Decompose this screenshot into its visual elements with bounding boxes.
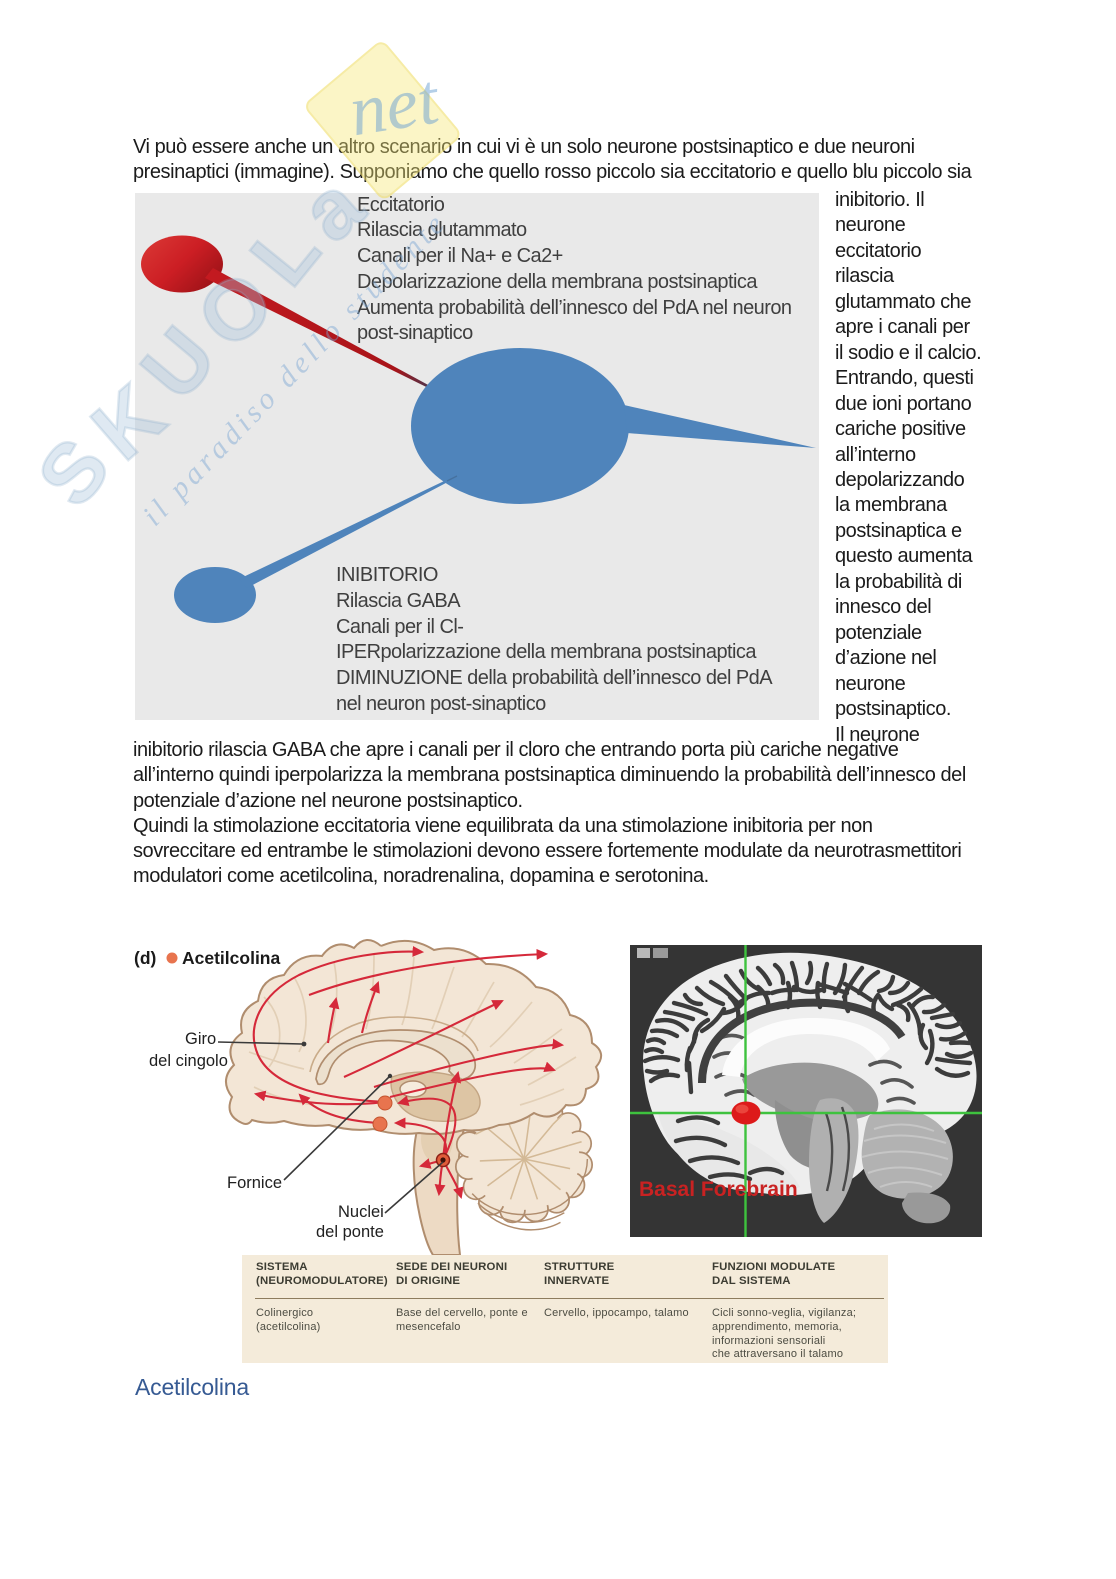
svg-text:(d): (d)	[134, 948, 156, 968]
svg-text:Giro: Giro	[185, 1030, 216, 1048]
svg-text:del ponte: del ponte	[316, 1223, 384, 1241]
svg-text:Nuclei: Nuclei	[338, 1203, 384, 1221]
svg-text:Fornice: Fornice	[227, 1174, 282, 1192]
svg-text:del cingolo: del cingolo	[149, 1052, 228, 1070]
svg-text:Basal Forebrain: Basal Forebrain	[639, 1178, 798, 1201]
svg-text:Acetilcolina: Acetilcolina	[182, 948, 280, 968]
